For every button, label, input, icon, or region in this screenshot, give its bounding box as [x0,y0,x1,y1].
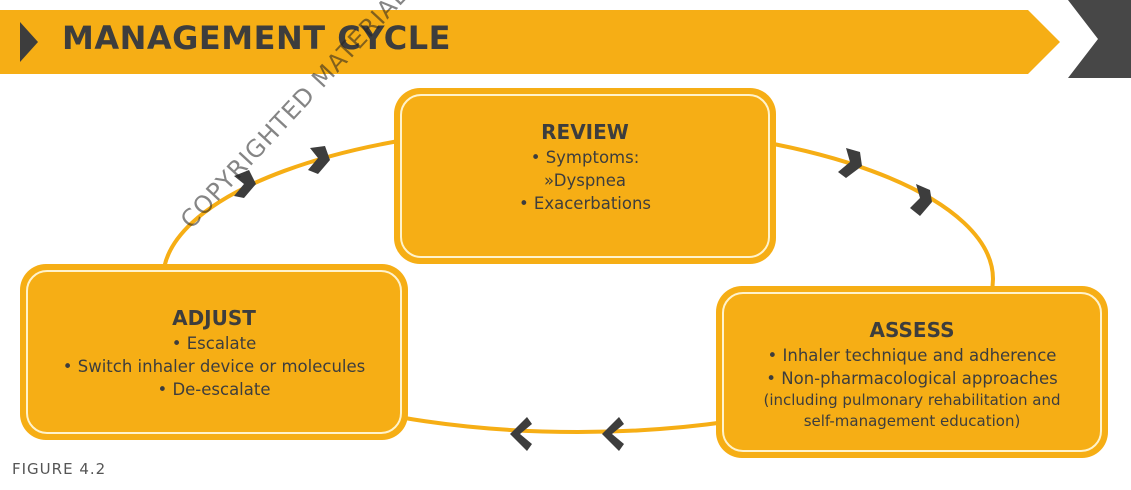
figure-label: FIGURE 4.2 [12,460,107,478]
banner-triangle-icon [20,22,38,62]
adjust-line: • Switch inhaler device or molecules [62,356,366,376]
assess-line: (including pulmonary rehabilitation and [763,391,1061,409]
cycle-arrow-icon [602,417,624,451]
banner-background [0,10,1060,74]
review-line: • Symptoms: [530,148,640,167]
review-box-inner: REVIEW • Symptoms: »Dyspnea • Exacerbati… [400,94,770,258]
adjust-line: • De-escalate [157,379,271,399]
review-line: »Dyspnea [543,171,627,190]
review-title: REVIEW [541,120,629,144]
assess-line: • Non-pharmacological approaches [766,369,1058,388]
adjust-box: ADJUST • Escalate • Switch inhaler devic… [20,264,408,440]
assess-line: self-management education) [803,412,1021,430]
page-title: MANAGEMENT CYCLE [62,19,451,57]
cycle-arrow-icon [234,170,256,198]
cycle-arrow-icon [910,184,932,216]
cycle-arrow-icon [838,148,862,178]
cycle-arrow-icon [510,417,532,451]
adjust-line: • Escalate [171,333,257,353]
assess-line: • Inhaler technique and adherence [767,346,1057,365]
assess-box: ASSESS • Inhaler technique and adherence… [716,286,1108,458]
adjust-box-inner: ADJUST • Escalate • Switch inhaler devic… [26,270,402,434]
review-box: REVIEW • Symptoms: »Dyspnea • Exacerbati… [394,88,776,264]
assess-box-inner: ASSESS • Inhaler technique and adherence… [722,292,1102,452]
banner-end-chevron-icon [1068,0,1131,78]
header-banner [0,0,1131,78]
assess-title: ASSESS [869,318,955,342]
review-line: • Exacerbations [518,194,652,213]
adjust-title: ADJUST [172,305,256,330]
cycle-arrow-icon [308,146,330,174]
